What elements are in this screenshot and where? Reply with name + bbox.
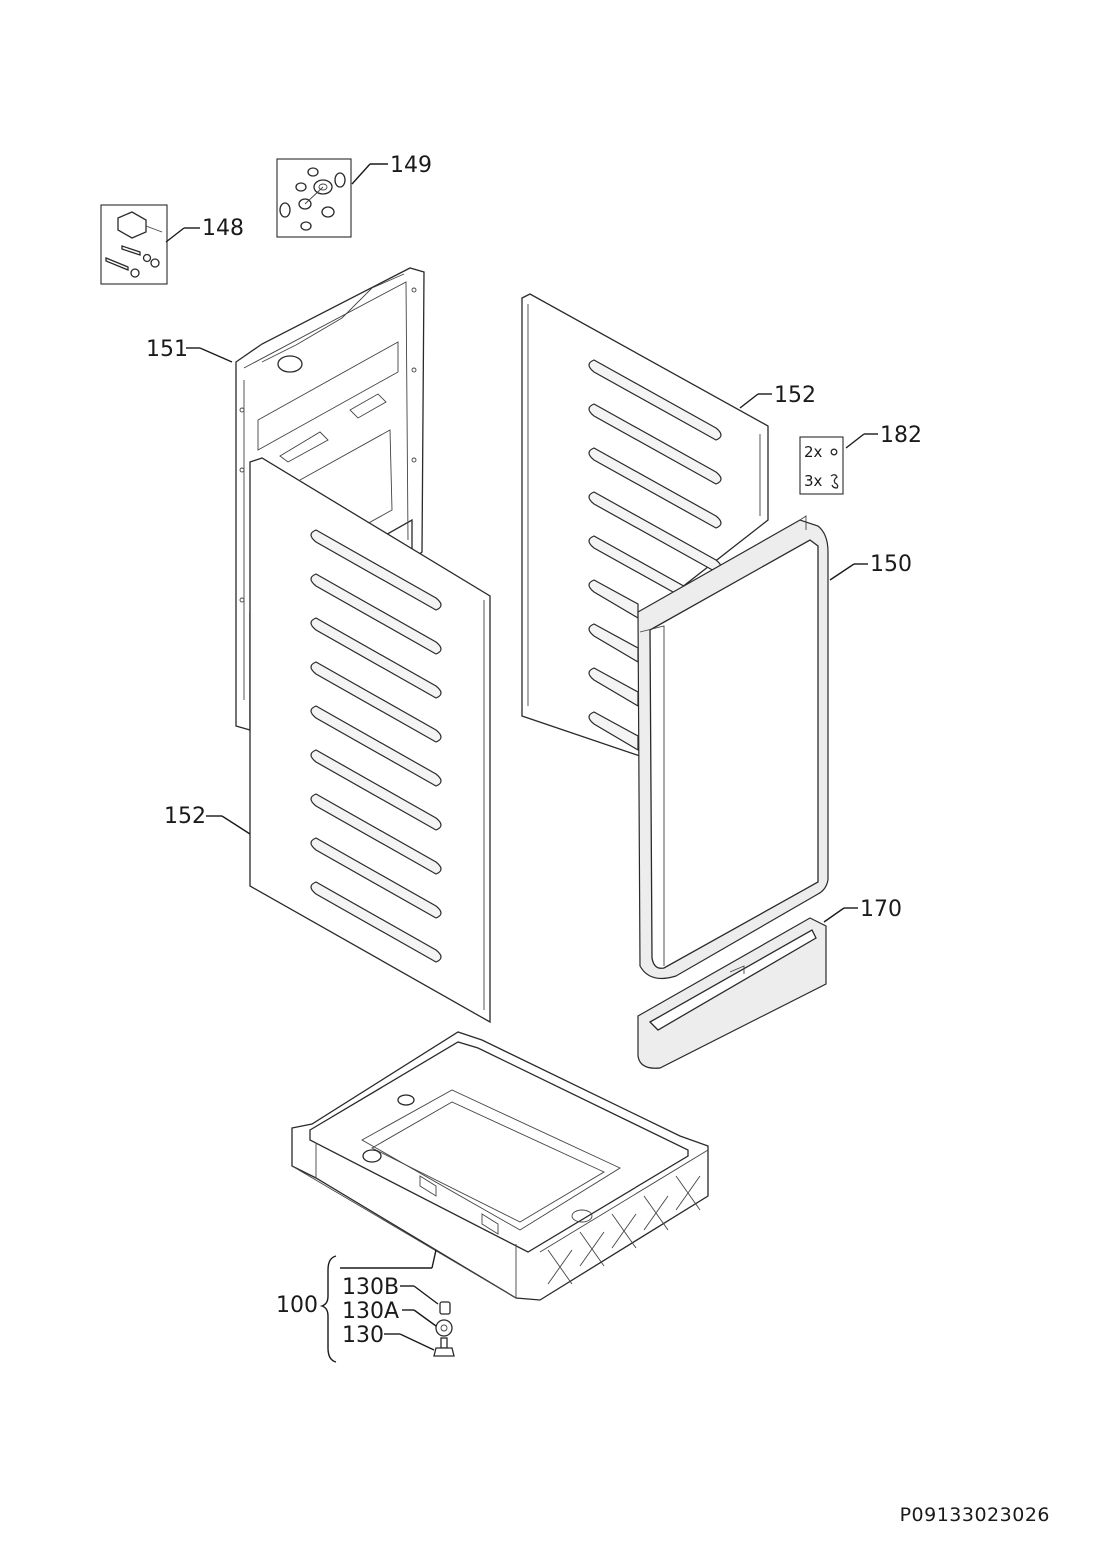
callout-182: 182 [880, 423, 922, 448]
callout-130: 130 [342, 1323, 384, 1348]
base-ribs [547, 1175, 701, 1285]
group-brace-100 [319, 1255, 337, 1363]
drawing-id: P09133023026 [900, 1504, 1050, 1526]
part-182-hardware-kit: 2x 3x [799, 436, 844, 495]
part-100-base [291, 1031, 709, 1301]
callout-152-left: 152 [164, 804, 206, 829]
callout-148: 148 [202, 216, 244, 241]
callout-151: 151 [146, 337, 188, 362]
part-170-plinth [637, 917, 827, 1069]
panel-slots-left [310, 529, 442, 963]
callout-149: 149 [390, 153, 432, 178]
callout-100: 100 [276, 1293, 318, 1318]
part-150-front-panel [637, 515, 829, 979]
part-149-grommet-kit [276, 158, 352, 238]
callout-150: 150 [870, 552, 912, 577]
leader-lines [165, 163, 878, 1351]
part-152-left-side-panel [249, 457, 491, 1024]
part-130a-star-washer [435, 1319, 453, 1337]
part-148-screw-kit [100, 204, 168, 285]
callout-152-right: 152 [774, 383, 816, 408]
part-130-foot [433, 1337, 455, 1357]
callout-170: 170 [860, 897, 902, 922]
kit-182-qty-b: 3x [804, 472, 823, 490]
callout-130a: 130A [342, 1299, 399, 1324]
callout-130b: 130B [342, 1275, 399, 1300]
kit-182-qty-a: 2x [804, 443, 823, 461]
callout-labels: 148 149 151 152 182 150 152 170 100 130B… [146, 153, 922, 1348]
part-130b-foot-cap [439, 1301, 451, 1315]
